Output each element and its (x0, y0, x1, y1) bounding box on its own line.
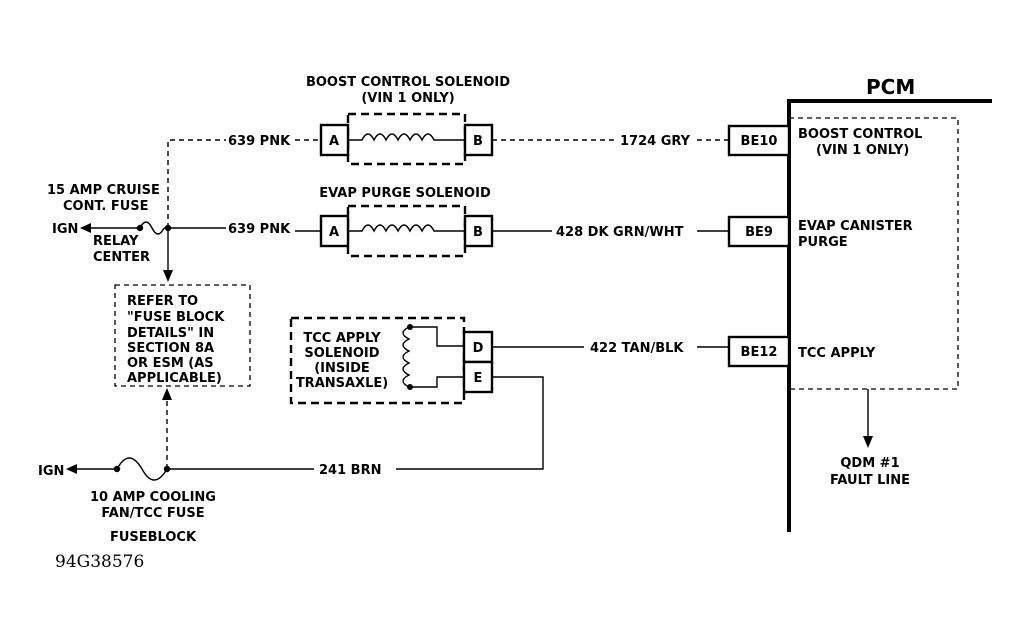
fuseblock-label: FUSEBLOCK (110, 530, 197, 545)
reference-note-line3: DETAILS" IN (127, 326, 214, 341)
boost-pin-a-label: A (329, 134, 339, 149)
boost-feed-wire-left (167, 139, 226, 228)
reference-note-box (114, 284, 251, 387)
pcm-tcc-function: TCC APPLY (798, 346, 876, 361)
boost-coil-icon (348, 133, 465, 142)
pcm-pin-be12-label: BE12 (741, 345, 778, 360)
boost-title-line2: (VIN 1 ONLY) (361, 91, 454, 106)
cooling-fuse-icon (116, 457, 168, 481)
evap-coil-icon (348, 224, 465, 233)
boost-control-solenoid: BOOST CONTROL SOLENOID (VIN 1 ONLY) A B … (167, 75, 729, 228)
qdm-label-line1: QDM #1 (840, 456, 899, 471)
tcc-coil-icon (402, 326, 411, 388)
pcm-internal-circuit (788, 117, 959, 390)
boost-out-wire-label: 1724 GRY (620, 134, 691, 149)
pcm-evap-function-line1: EVAP CANISTER (798, 219, 913, 234)
evap-title: EVAP PURGE SOLENOID (319, 186, 491, 201)
qdm-label-line2: FAULT LINE (830, 473, 910, 488)
pcm-boost-function-line2: (VIN 1 ONLY) (816, 143, 909, 158)
pcm-module: PCM BOOST CONTROL (VIN 1 ONLY) EVAP CANI… (727, 75, 992, 532)
tcc-label-line2: SOLENOID (304, 346, 379, 361)
cooling-ign-label: IGN (38, 464, 64, 479)
tcc-label-line4: TRANSAXLE) (296, 376, 388, 391)
tcc-apply-solenoid: TCC APPLY SOLENOID (INSIDE TRANSAXLE) D … (289, 316, 729, 478)
reference-note-line2: "FUSE BLOCK (127, 310, 225, 325)
pcm-boundary (787, 99, 992, 532)
reference-note-line5: OR ESM (AS (127, 356, 214, 371)
cruise-fuse-terminal-left (136, 224, 144, 232)
figure-id: 94G38576 (55, 552, 144, 572)
pcm-title: PCM (866, 75, 915, 99)
pcm-pin-be9 (727, 215, 791, 248)
tcc-out-wire-label: 422 TAN/BLK (590, 341, 684, 356)
cooling-fuse-circuit: IGN 10 AMP COOLING FAN/TCC FUSE FUSEBLOC… (38, 388, 314, 545)
relay-center-line1: RELAY (93, 234, 139, 249)
cruise-fuse-icon (139, 221, 165, 235)
boost-pin-b-label: B (473, 134, 483, 149)
evap-pin-a (319, 214, 350, 248)
evap-pin-b-label: B (473, 225, 483, 240)
cruise-ign-arrow-icon (80, 223, 91, 233)
cooling-ign-arrow-icon (66, 464, 77, 474)
cruise-fuse-circuit: 15 AMP CRUISE CONT. FUSE IGN RELAY CENTE… (47, 183, 173, 282)
reference-note-line6: APPLICABLE) (127, 371, 222, 386)
cruise-fuse-label-line1: 15 AMP CRUISE (47, 183, 160, 198)
evap-pin-a-label: A (329, 225, 339, 240)
pcm-boost-function-line1: BOOST CONTROL (798, 127, 922, 142)
tcc-internal-wire-e (410, 376, 464, 388)
tcc-label-line1: TCC APPLY (303, 331, 381, 346)
tcc-return-wire-label: 241 BRN (319, 463, 381, 478)
pcm-pin-be10 (727, 124, 791, 157)
cooling-fuse-terminal-left (113, 465, 121, 473)
tcc-return-wire (396, 376, 544, 470)
cruise-ign-label: IGN (52, 222, 78, 237)
evap-purge-solenoid: EVAP PURGE SOLENOID A B 639 PNK 428 DK G… (168, 186, 729, 258)
evap-solenoid-housing (346, 204, 467, 258)
relay-center-line2: CENTER (93, 250, 150, 265)
pcm-evap-function-line2: PURGE (798, 235, 848, 250)
boost-pin-a (319, 123, 350, 157)
evap-in-wire-label: 639 PNK (228, 222, 291, 237)
tcc-pin-e-label: E (474, 371, 483, 386)
evap-out-wire-label: 428 DK GRN/WHT (556, 225, 684, 240)
boost-title-line1: BOOST CONTROL SOLENOID (306, 75, 510, 90)
cruise-fuse-label-line2: CONT. FUSE (63, 199, 149, 214)
tcc-internal-wire-d (410, 326, 464, 347)
tcc-label-line3: (INSIDE (314, 361, 370, 376)
pcm-pin-be12 (727, 335, 791, 368)
cooling-ref-arrow-icon (162, 388, 172, 400)
pcm-pin-be10-label: BE10 (741, 134, 778, 149)
reference-note-line1: REFER TO (127, 294, 198, 309)
cooling-fuse-label-line2: FAN/TCC FUSE (101, 506, 204, 521)
reference-note-line4: SECTION 8A (127, 341, 214, 356)
boost-solenoid-housing (346, 112, 467, 166)
qdm-arrow-icon (863, 436, 873, 448)
cruise-ref-arrow-icon (163, 270, 173, 282)
cooling-fuse-label-line1: 10 AMP COOLING (90, 490, 216, 505)
tcc-pin-d-label: D (473, 341, 484, 356)
evap-pin-b (463, 214, 494, 248)
boost-in-wire-label: 639 PNK (228, 134, 291, 149)
pcm-pin-be9-label: BE9 (745, 225, 773, 240)
fuse-block-reference-note: REFER TO "FUSE BLOCK DETAILS" IN SECTION… (114, 284, 251, 387)
